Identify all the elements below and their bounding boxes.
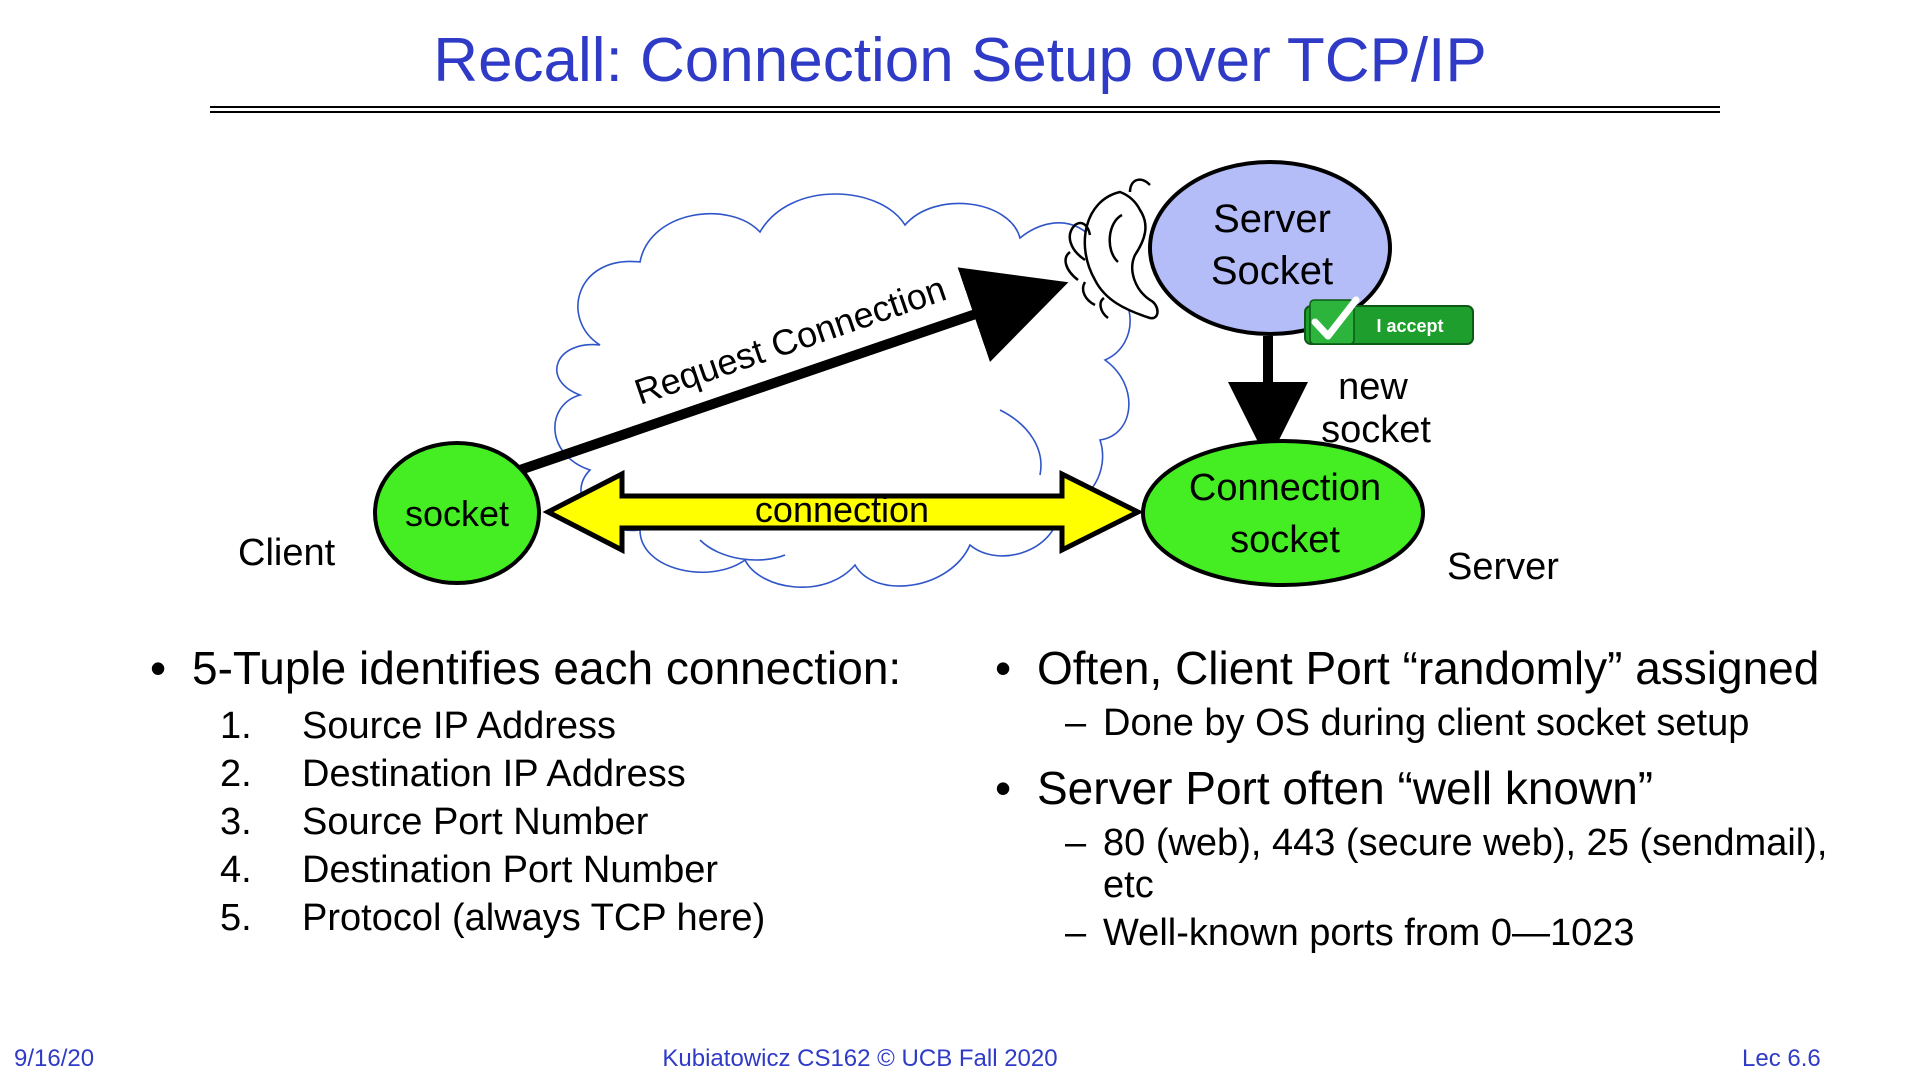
bullet-glyph: •: [995, 642, 1012, 694]
server-port-bullet: • Server Port often “well known”: [995, 760, 1875, 816]
list-item: 4. Destination Port Number: [150, 846, 901, 894]
accept-badge: I accept: [1304, 296, 1474, 345]
list-item: 1. Source IP Address: [150, 702, 901, 750]
server-socket-label-line2: Socket: [1211, 249, 1333, 293]
list-item-number: 5.: [220, 897, 252, 939]
server-label: Server: [1447, 546, 1559, 588]
list-item-number: 2.: [220, 753, 252, 795]
footer-date: 9/16/20: [14, 1045, 95, 1072]
dash-glyph: –: [1065, 822, 1087, 864]
footer-lecture-number: Lec 6.6: [1742, 1045, 1821, 1072]
connection-socket-node: [1141, 439, 1425, 587]
tuple-bullet-list: • 5-Tuple identifies each connection: 1.…: [150, 640, 901, 942]
connection-label: connection: [755, 489, 929, 530]
connection-socket-label-line1: Connection: [1189, 467, 1381, 509]
client-port-bullet: • Often, Client Port “randomly” assigned: [995, 640, 1875, 696]
server-port-subitem-1: – 80 (web), 443 (secure web), 25 (sendma…: [1065, 822, 1875, 906]
server-port-subitem-1-text: 80 (web), 443 (secure web), 25 (sendmail…: [1103, 822, 1828, 906]
list-item: 2. Destination IP Address: [150, 750, 901, 798]
server-socket-node: [1148, 160, 1392, 336]
list-item-text: Protocol (always TCP here): [302, 897, 766, 939]
list-item: 5. Protocol (always TCP here): [150, 894, 901, 942]
accept-badge-label: I accept: [1376, 316, 1443, 336]
title-rule-top: [210, 106, 1720, 108]
list-item-number: 4.: [220, 849, 252, 891]
list-item-number: 3.: [220, 801, 252, 843]
slide-title: Recall: Connection Setup over TCP/IP: [433, 26, 1487, 95]
list-item-text: Destination IP Address: [302, 753, 686, 795]
port-bullet-list: • Often, Client Port “randomly” assigned…: [995, 640, 1875, 954]
new-socket-label-line2: socket: [1321, 409, 1431, 451]
tuple-heading: 5-Tuple identifies each connection:: [192, 642, 902, 694]
connection-socket-label-line2: socket: [1230, 519, 1340, 561]
client-label: Client: [238, 532, 336, 574]
server-port-text: Server Port often “well known”: [1037, 762, 1654, 814]
listening-ear-icon: [1064, 178, 1159, 320]
bullet-glyph: •: [150, 642, 167, 694]
list-item-text: Source Port Number: [302, 801, 649, 843]
connection-double-arrow: [542, 469, 1144, 555]
server-port-subitem-2: – Well-known ports from 0—1023: [1065, 912, 1875, 954]
list-item-text: Source IP Address: [302, 705, 617, 747]
client-socket-node: [373, 441, 541, 585]
new-socket-label-line1: new: [1338, 366, 1408, 408]
client-port-text: Often, Client Port “randomly” assigned: [1037, 642, 1820, 694]
footer-course: Kubiatowicz CS162 © UCB Fall 2020: [662, 1045, 1058, 1072]
request-connection-arrow: [518, 267, 1069, 475]
tuple-heading-bullet: • 5-Tuple identifies each connection:: [150, 640, 901, 696]
dash-glyph: –: [1065, 912, 1087, 954]
dash-glyph: –: [1065, 702, 1087, 744]
list-item: 3. Source Port Number: [150, 798, 901, 846]
client-socket-label: socket: [405, 493, 509, 534]
title-rule-bottom: [210, 111, 1720, 113]
client-port-subitem: – Done by OS during client socket setup: [1065, 702, 1875, 744]
list-item-number: 1.: [220, 705, 252, 747]
server-socket-label-line1: Server: [1213, 197, 1331, 241]
server-port-subitem-2-text: Well-known ports from 0—1023: [1103, 912, 1635, 954]
bullet-glyph: •: [995, 762, 1012, 814]
list-item-text: Destination Port Number: [302, 849, 719, 891]
check-icon: [1311, 296, 1360, 340]
client-port-subitem-text: Done by OS during client socket setup: [1103, 702, 1750, 744]
tuple-items: 1. Source IP Address 2. Destination IP Add…: [150, 702, 901, 942]
